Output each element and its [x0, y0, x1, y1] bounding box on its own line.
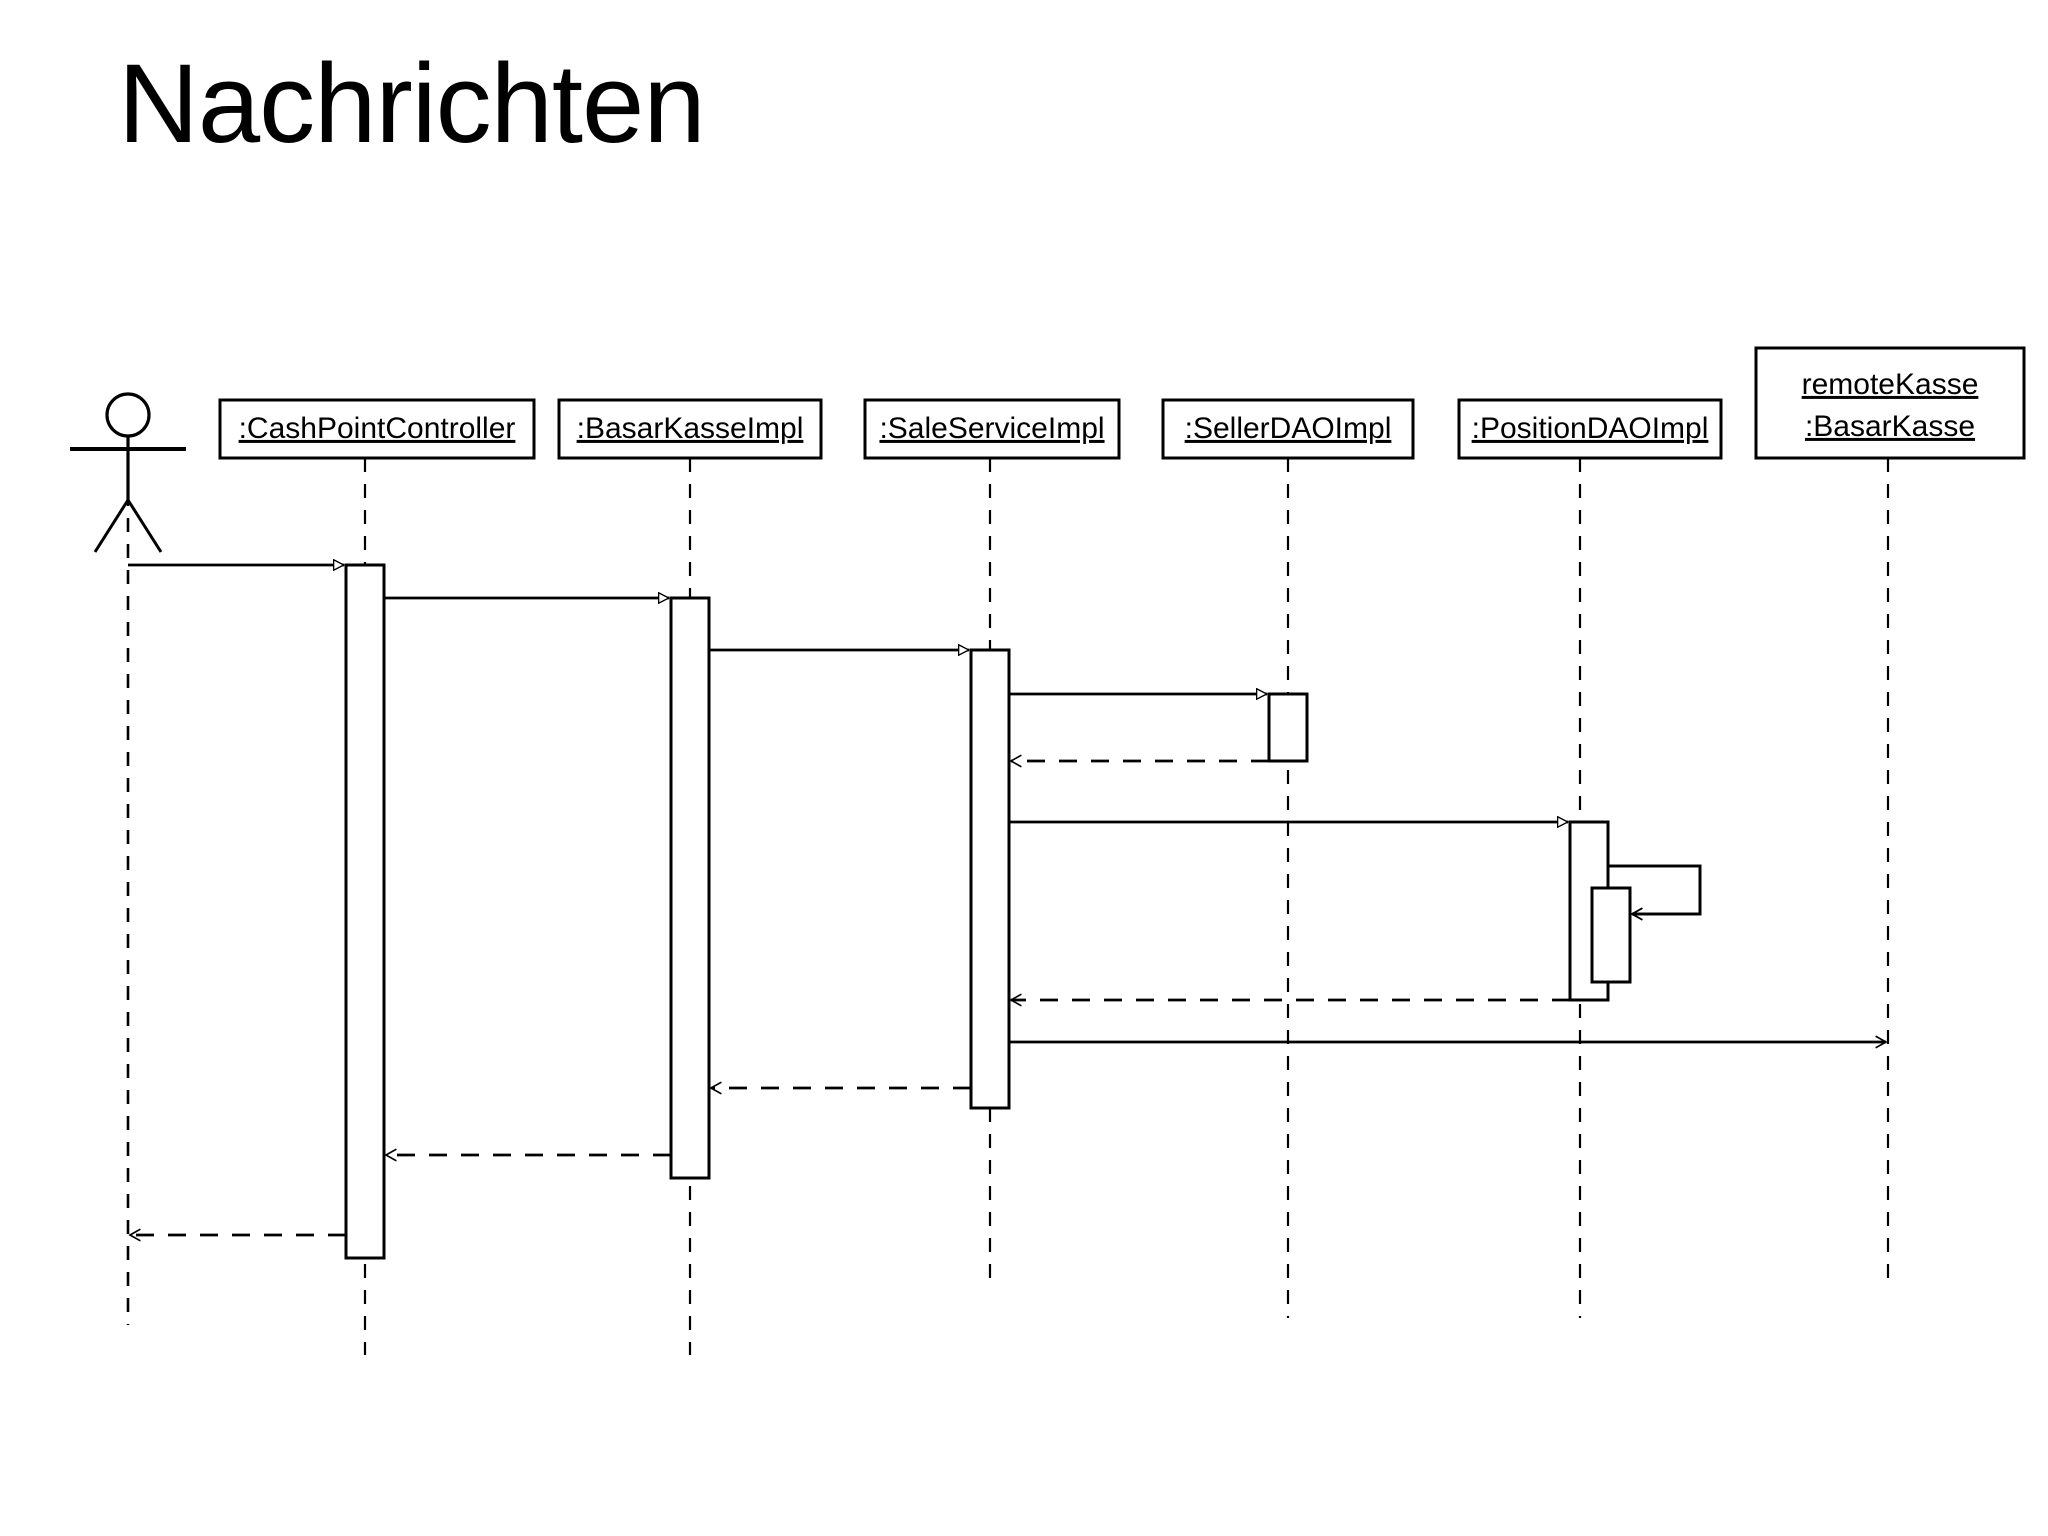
activation-bar — [969, 648, 1011, 1110]
nested-activation-bar — [1590, 886, 1632, 984]
participant-label: :CashPointController — [239, 412, 516, 445]
participant-positiondaoimpl[interactable]: :PositionDAOImpl — [1457, 398, 1723, 1318]
actor-head-icon — [105, 392, 151, 438]
participant-label: :BasarKasseImpl — [577, 412, 804, 445]
participant-label: :PositionDAOImpl — [1472, 412, 1709, 445]
participant-label-line2: :BasarKasse — [1805, 410, 1975, 443]
participant-sellerdaoimpl[interactable]: :SellerDAOImpl — [1161, 398, 1415, 1318]
actor-leg-right — [126, 499, 163, 553]
participant-label: :SaleServiceImpl — [879, 412, 1104, 445]
participant-box[interactable] — [1457, 398, 1723, 460]
participant-box[interactable] — [1754, 346, 2026, 460]
participant-saleserviceimpl[interactable]: :SaleServiceImpl — [863, 398, 1121, 1278]
participant-box[interactable] — [863, 398, 1121, 460]
message-msg-7[interactable] — [1590, 864, 1702, 984]
participant-label: :SellerDAOImpl — [1185, 412, 1392, 445]
actor-leg-left — [93, 499, 130, 553]
self-message-path-overlay — [1608, 864, 1702, 914]
participant-box[interactable] — [557, 398, 823, 460]
activation-bar — [1267, 692, 1309, 763]
participant-cashpointcontroller[interactable]: :CashPointController — [218, 398, 536, 1355]
participant-label-line1: remoteKasse — [1802, 368, 1979, 401]
participant-box[interactable] — [218, 398, 536, 460]
activation-bar — [344, 563, 386, 1260]
participant-remotekassebasarkasse[interactable]: remoteKasse :BasarKasse — [1754, 346, 2026, 1280]
actor-figure — [70, 392, 186, 1325]
participant-basarkasseimpl[interactable]: :BasarKasseImpl — [557, 398, 823, 1355]
page-title: Nachrichten — [118, 41, 706, 166]
activation-bar — [669, 596, 711, 1180]
